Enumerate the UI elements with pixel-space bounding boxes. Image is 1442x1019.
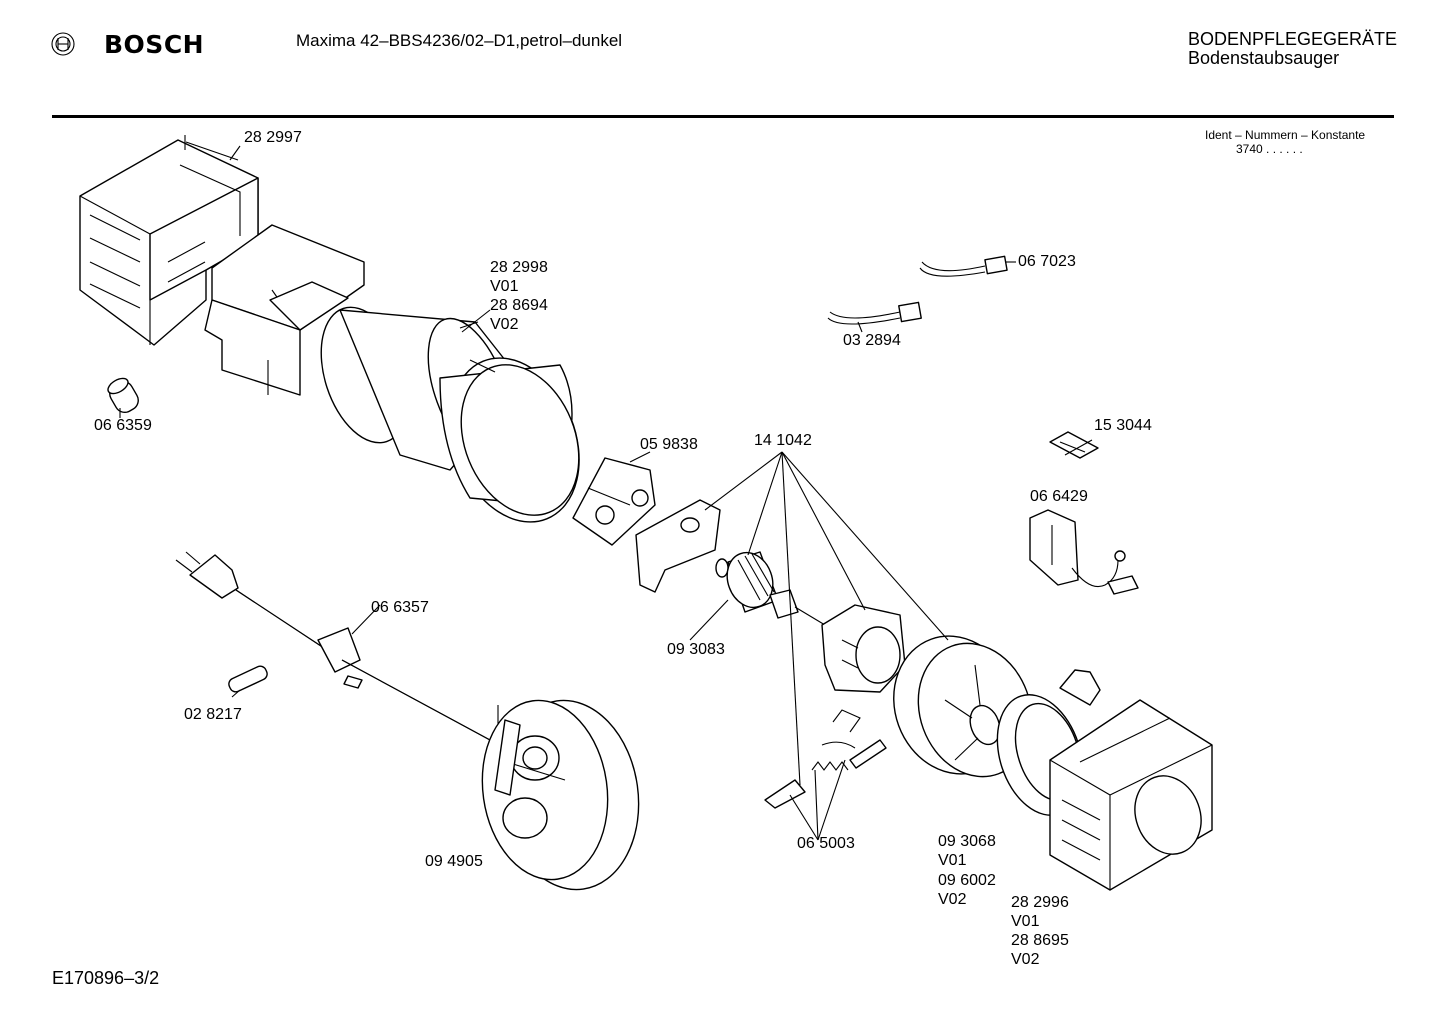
- part-label-288694: 28 8694: [490, 297, 548, 314]
- part-label-093083: 09 3083: [667, 641, 725, 658]
- part-label-094905: 09 4905: [425, 853, 483, 870]
- part-153044-plate: [1049, 431, 1099, 459]
- category-title: BODENPFLEGEGERÄTE: [1188, 29, 1398, 49]
- part-label-065003: 06 5003: [797, 835, 855, 852]
- ident-label: Ident – Nummern – Konstante: [1205, 128, 1366, 142]
- part-label-032894: 03 2894: [843, 332, 901, 349]
- part-label-093068: 09 3068: [938, 833, 996, 850]
- part-066357-cord: [175, 551, 491, 741]
- part-282997-housing-frame: [79, 135, 259, 346]
- part-label-066357: 06 6357: [371, 599, 429, 616]
- part-label-093068-variant: V01: [938, 852, 967, 869]
- part-label-288695-variant: V02: [1011, 951, 1040, 968]
- ident-value: 3740 . . . . . .: [1236, 142, 1303, 156]
- bosch-logo-icon: [51, 32, 75, 56]
- part-label-066359: 06 6359: [94, 417, 152, 434]
- part-label-282998: 28 2998: [490, 259, 548, 276]
- part-label-288694-variant: V02: [490, 316, 519, 333]
- part-label-028217: 02 8217: [184, 706, 242, 723]
- model-title: Maxima 42–BBS4236/02–D1,petrol–dunkel: [296, 31, 623, 50]
- part-label-288695: 28 8695: [1011, 932, 1069, 949]
- document-id: E170896–3/2: [52, 968, 160, 988]
- part-066429-shield: [1029, 509, 1139, 595]
- part-282996-front-housing: [1049, 699, 1213, 891]
- part-label-067023: 06 7023: [1018, 253, 1076, 270]
- part-label-059838: 05 9838: [640, 436, 698, 453]
- part-label-282997: 28 2997: [244, 129, 302, 146]
- leader-lines: [119, 145, 1093, 841]
- part-brush-holder-plate: [635, 499, 721, 593]
- header-divider: [52, 115, 1394, 118]
- part-028217-sleeve: [228, 665, 268, 693]
- part-094905-cord-reel: [481, 699, 640, 891]
- brand-logo-text: BOSCH: [104, 30, 205, 59]
- part-label-282996: 28 2996: [1011, 894, 1069, 911]
- part-label-282998-variant: V01: [490, 278, 519, 295]
- part-059838-bracket: [572, 457, 656, 546]
- part-filter-holder: [204, 224, 365, 396]
- part-label-096002: 09 6002: [938, 872, 996, 889]
- part-067023-connector: [919, 255, 1016, 277]
- part-label-141042: 14 1042: [754, 432, 812, 449]
- part-065003-brushes: [764, 709, 887, 809]
- part-label-096002-variant: V02: [938, 891, 967, 908]
- part-066359-cylinder: [107, 377, 139, 414]
- part-label-282996-variant: V01: [1011, 913, 1040, 930]
- part-032894-connector: [827, 301, 922, 333]
- part-label-066429: 06 6429: [1030, 488, 1088, 505]
- part-stator: [821, 604, 906, 693]
- part-282998-motor-chamber: [320, 306, 580, 523]
- category-subtitle: Bodenstaubsauger: [1188, 48, 1340, 68]
- part-label-153044: 15 3044: [1094, 417, 1152, 434]
- part-093083-armature: [715, 551, 826, 626]
